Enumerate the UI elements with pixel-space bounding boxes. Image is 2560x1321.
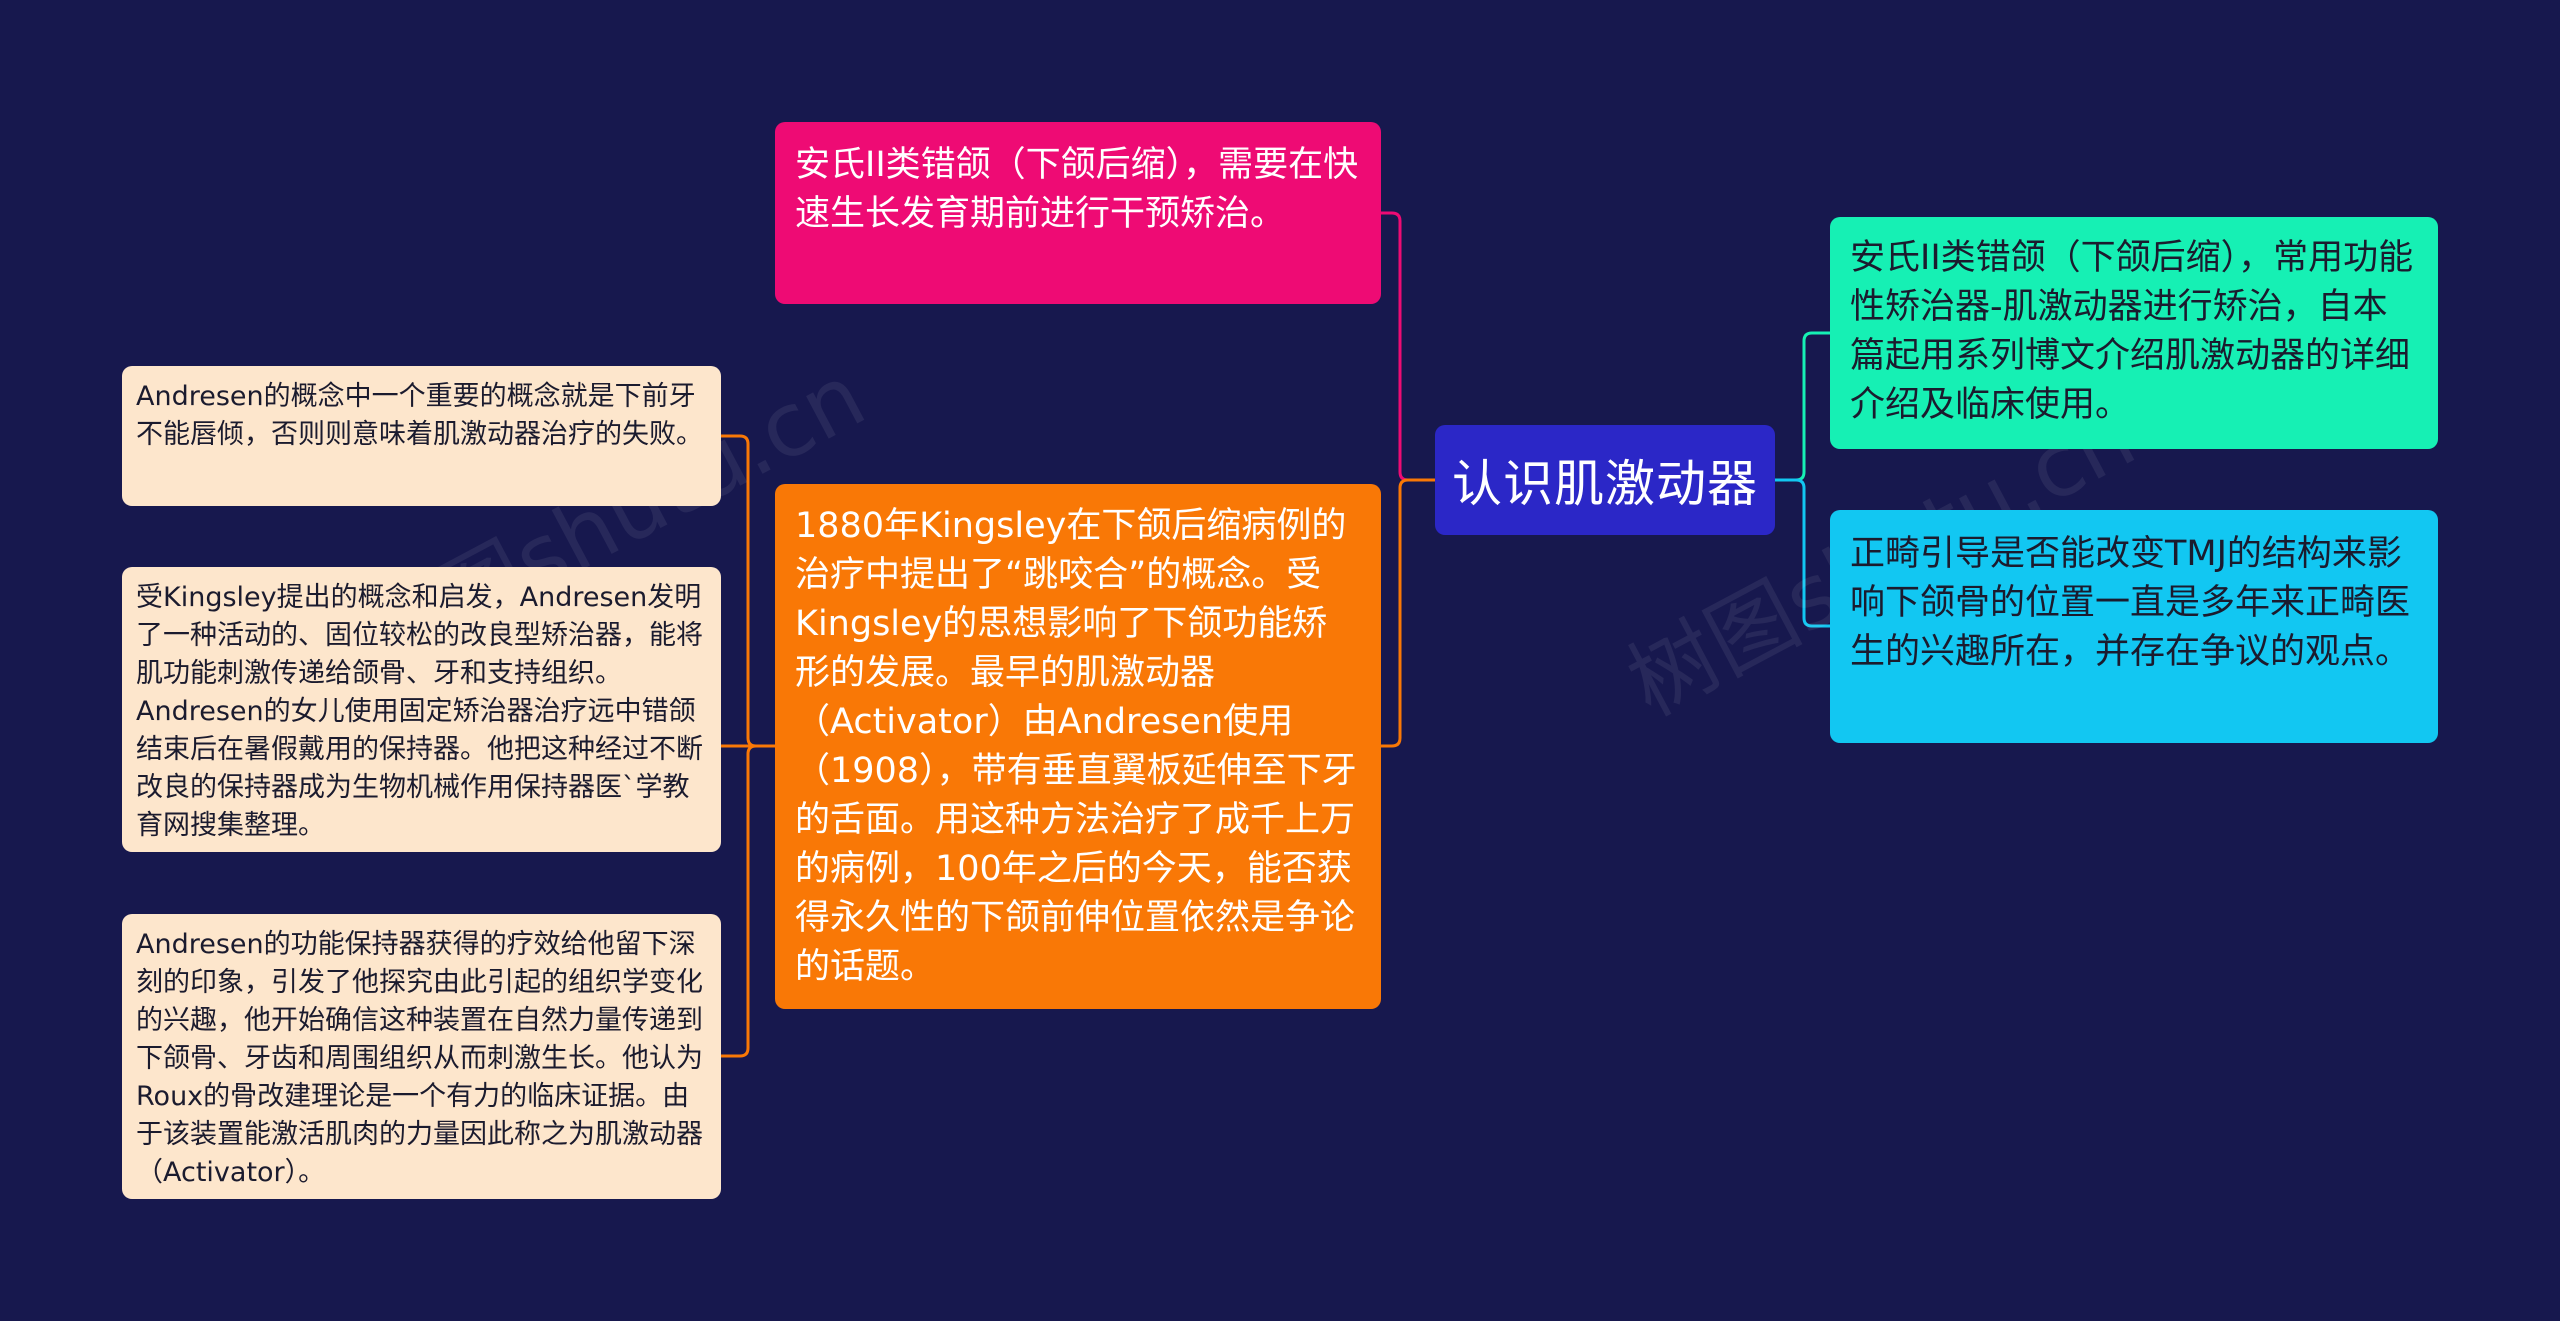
leaf-node-text: Andresen的概念中一个重要的概念就是下前牙不能唇倾，否则则意味着肌激动器治…	[136, 381, 703, 450]
leaf-node[interactable]: Andresen的功能保持器获得的疗效给他留下深刻的印象，引发了他探究由此引起的…	[122, 914, 721, 1199]
branch-node-orange[interactable]: 1880年Kingsley在下颌后缩病例的治疗中提出了“跳咬合”的概念。受Kin…	[775, 484, 1381, 1009]
connector-root-green	[1775, 331, 1830, 482]
branch-node-text: 安氏II类错颌（下颌后缩），常用功能性矫治器-肌激动器进行矫治，自本篇起用系列博…	[1850, 238, 2414, 425]
branch-node-cyan[interactable]: 正畸引导是否能改变TMJ的结构来影响下颌骨的位置一直是多年来正畸医生的兴趣所在，…	[1830, 510, 2438, 743]
leaf-node[interactable]: Andresen的概念中一个重要的概念就是下前牙不能唇倾，否则则意味着肌激动器治…	[122, 366, 721, 506]
branch-node-text: 正畸引导是否能改变TMJ的结构来影响下颌骨的位置一直是多年来正畸医生的兴趣所在，…	[1850, 534, 2411, 672]
connector-root-cyan	[1775, 478, 1830, 628]
root-topic[interactable]: 认识肌激动器	[1435, 425, 1775, 535]
leaf-node-text: Andresen的功能保持器获得的疗效给他留下深刻的印象，引发了他探究由此引起的…	[136, 929, 703, 1188]
root-topic-label: 认识肌激动器	[1452, 455, 1758, 513]
connector-root-pink	[1381, 211, 1435, 482]
branch-node-green[interactable]: 安氏II类错颌（下颌后缩），常用功能性矫治器-肌激动器进行矫治，自本篇起用系列博…	[1830, 217, 2438, 449]
branch-node-text: 1880年Kingsley在下颌后缩病例的治疗中提出了“跳咬合”的概念。受Kin…	[795, 506, 1357, 987]
connector-orange-leaf-3	[721, 744, 775, 1058]
leaf-node-text: 受Kingsley提出的概念和启发，Andresen发明了一种活动的、固位较松的…	[136, 582, 703, 841]
branch-node-pink[interactable]: 安氏II类错颌（下颌后缩），需要在快速生长发育期前进行干预矫治。	[775, 122, 1381, 304]
branch-node-text: 安氏II类错颌（下颌后缩），需要在快速生长发育期前进行干预矫治。	[795, 145, 1359, 234]
connector-root-orange	[1381, 478, 1435, 748]
connector-orange-leaf-1	[721, 434, 775, 748]
leaf-node[interactable]: 受Kingsley提出的概念和启发，Andresen发明了一种活动的、固位较松的…	[122, 567, 721, 852]
